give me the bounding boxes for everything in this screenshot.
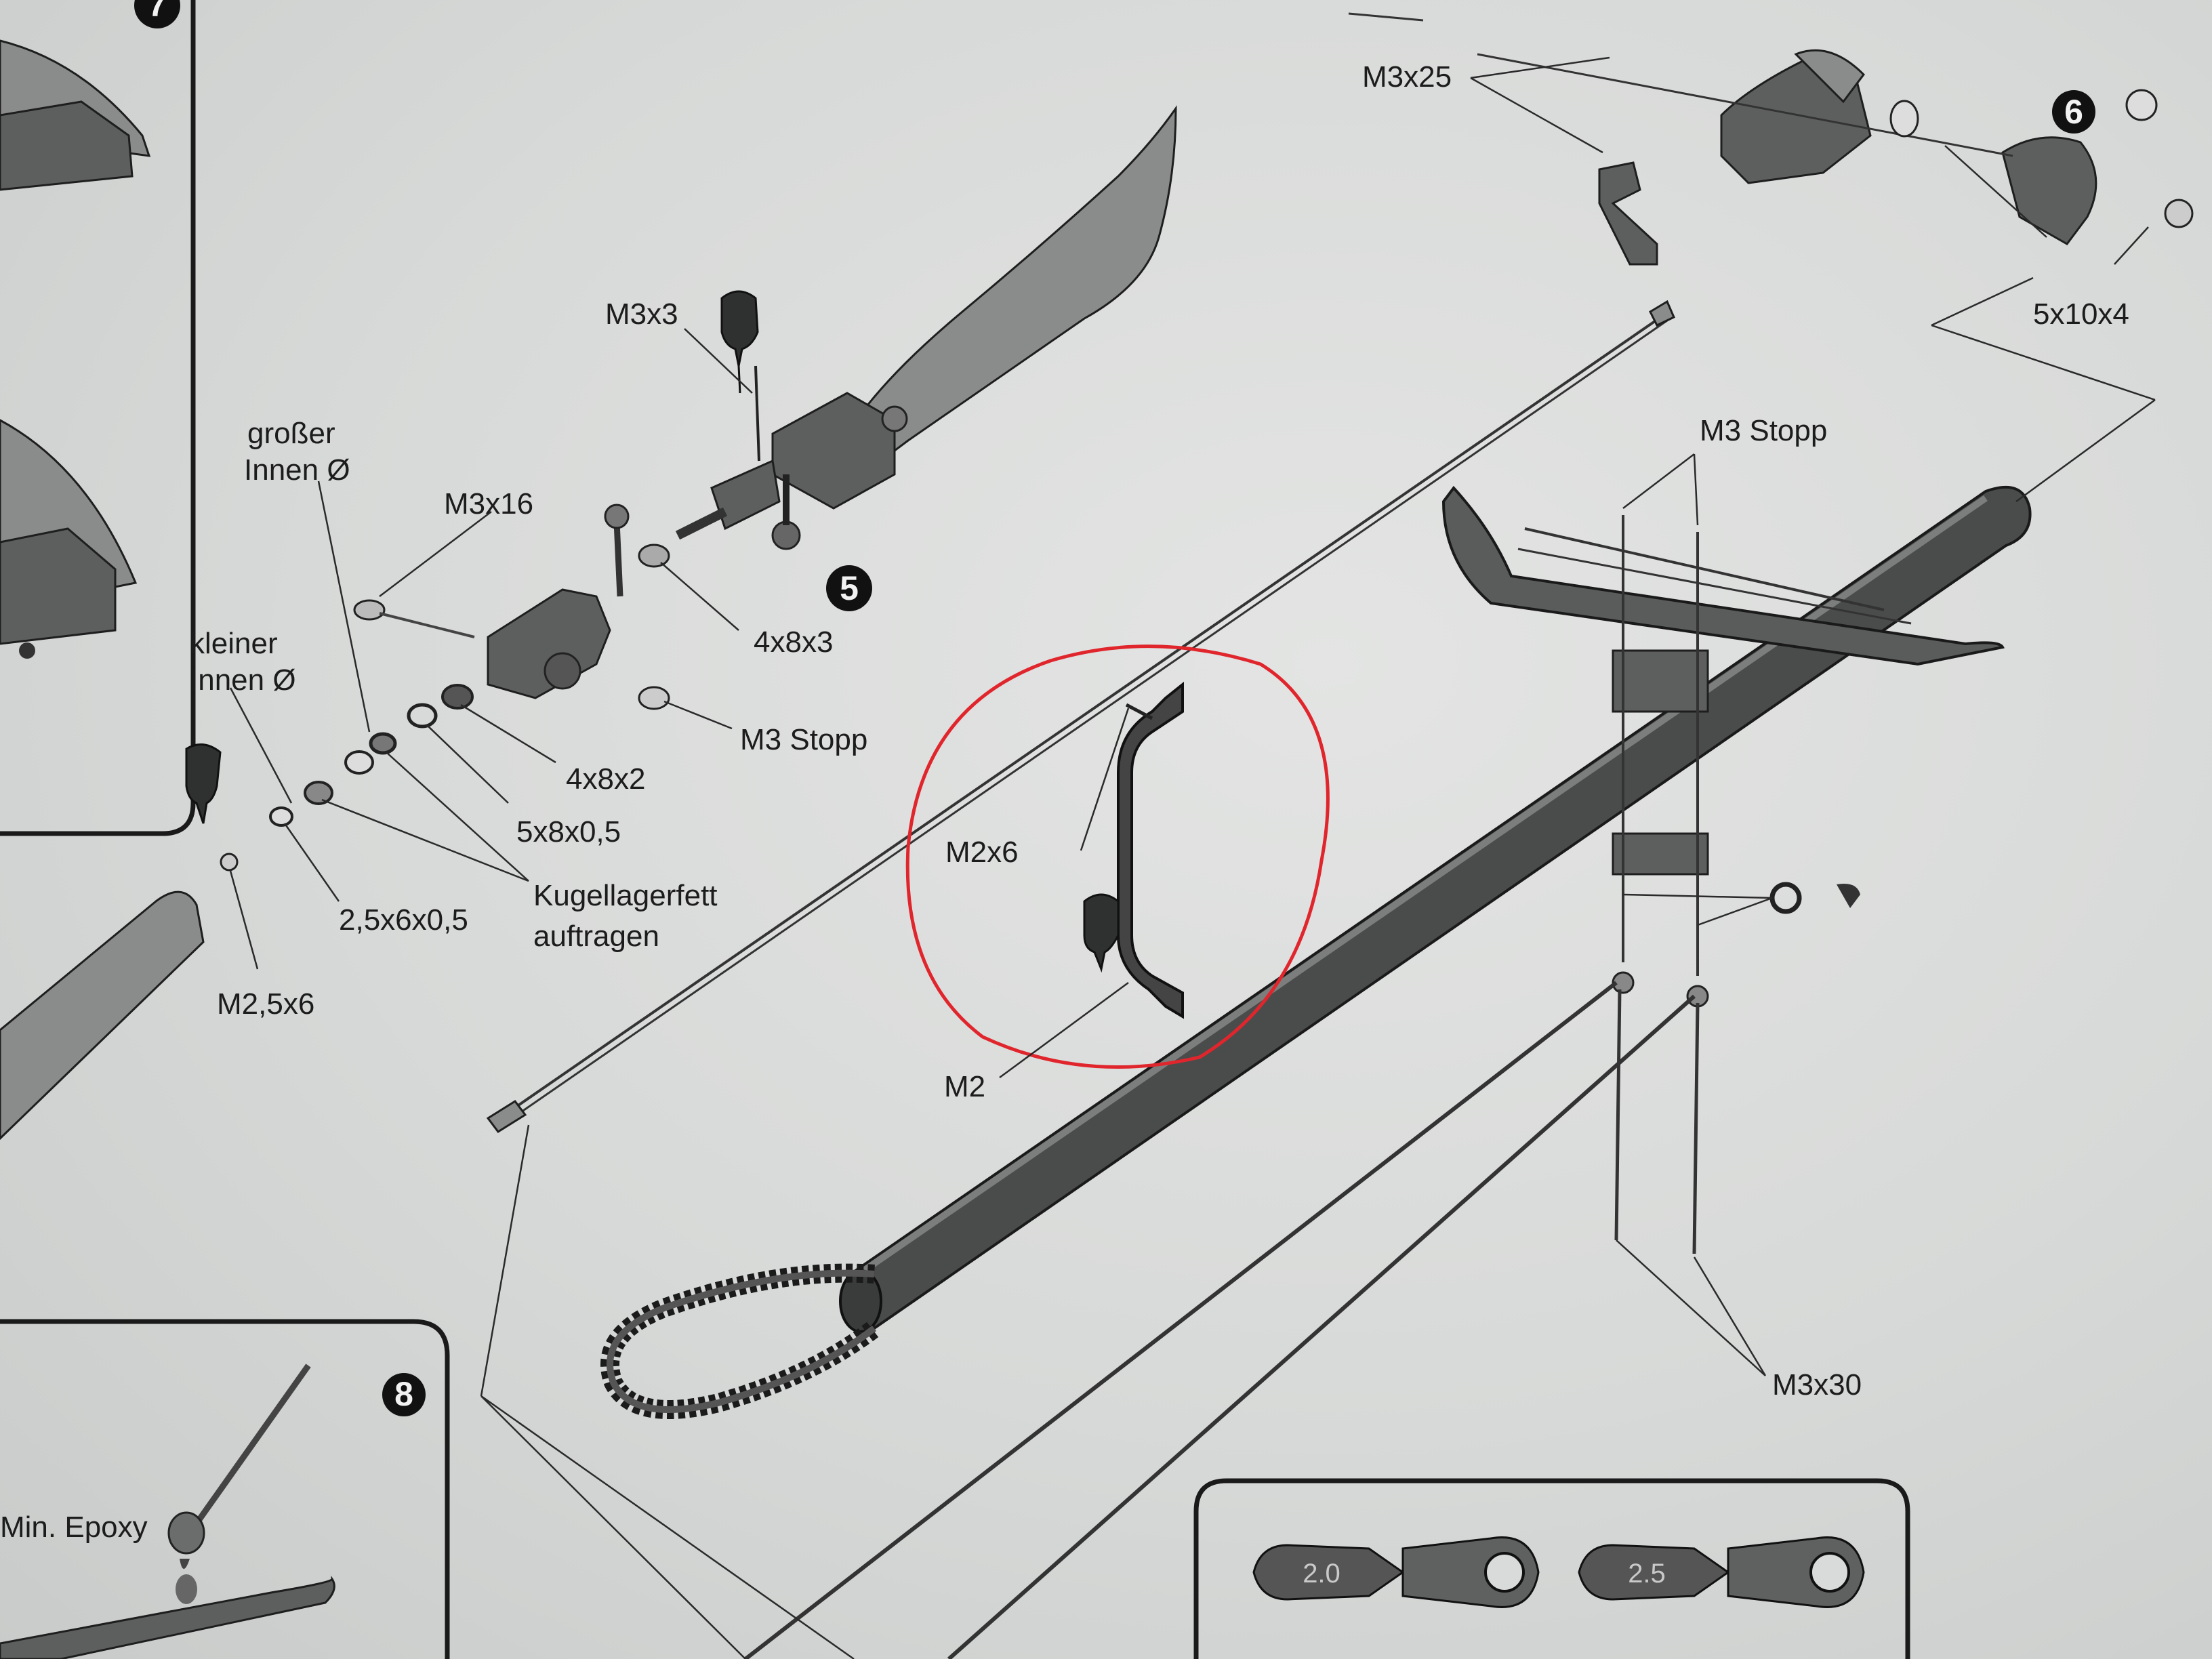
label-kugellagerfett-2: auftragen — [533, 920, 659, 953]
panel-step-7: 7 — [0, 0, 196, 836]
label-m2x6: M2x6 — [945, 836, 1019, 869]
tail-rotor-blade — [675, 105, 1177, 550]
step-6-number: 6 — [2064, 93, 2083, 131]
boom-struts — [744, 981, 1696, 1659]
label-kleiner-2: Innen Ø — [190, 663, 296, 697]
leader-lines-step-5 — [229, 328, 753, 970]
label-m2: M2 — [944, 1070, 985, 1103]
label-min-epoxy: Min. Epoxy — [0, 1511, 148, 1544]
tag-2-5: 2.5 — [1628, 1559, 1666, 1589]
tail-gearbox — [1348, 12, 2194, 266]
label-m2-5x6: M2,5x6 — [217, 987, 314, 1021]
panel-ball-links: 2.0 2.5 — [1193, 1478, 1910, 1659]
label-m3x16: M3x16 — [444, 487, 533, 520]
label-grosser-1: großer — [247, 417, 335, 450]
label-m3-stopp-left: M3 Stopp — [740, 723, 867, 756]
label-5x8x0-5: 5x8x0,5 — [516, 815, 621, 848]
red-highlight-circle — [905, 644, 1330, 1069]
label-5x10x4: 5x10x4 — [2033, 298, 2129, 331]
label-m3x3: M3x3 — [605, 298, 678, 331]
main-blade-fragment — [0, 890, 205, 1141]
label-m3x25: M3x25 — [1362, 60, 1452, 94]
leader-lines-right — [480, 56, 2156, 1659]
step-5-badge — [826, 565, 872, 611]
label-4x8x2: 4x8x2 — [566, 762, 645, 796]
step-5-number: 5 — [840, 569, 859, 607]
horizontal-stabilizer — [1441, 485, 2005, 1254]
part-labels: M3x25 M3x3 großer Innen Ø M3x16 kleiner … — [190, 60, 2129, 1401]
panel-step-8: 8 Min. Epoxy — [0, 1319, 450, 1659]
tag-2-0: 2.0 — [1303, 1559, 1340, 1589]
label-kugellagerfett-1: Kugellagerfett — [533, 879, 718, 912]
label-2-5x6x0-5: 2,5x6x0,5 — [339, 903, 468, 937]
tail-boom-tube — [839, 485, 2032, 1333]
step-8-number: 8 — [394, 1375, 413, 1413]
boom-clamp-bracket — [1083, 681, 1184, 1019]
tail-hub-assembly — [185, 504, 670, 872]
label-m3-stopp-right: M3 Stopp — [1700, 414, 1827, 447]
step-6-badge — [2052, 90, 2095, 134]
tail-pushrod — [486, 300, 1675, 1134]
label-kleiner-1: kleiner — [190, 627, 278, 660]
glue-bottle-icon — [720, 290, 759, 394]
step-7-number: 7 — [148, 0, 167, 24]
label-4x8x3: 4x8x3 — [754, 626, 833, 659]
label-grosser-2: Innen Ø — [244, 453, 350, 487]
tail-drive-belt — [600, 1263, 880, 1419]
label-m3x30: M3x30 — [1772, 1368, 1862, 1401]
